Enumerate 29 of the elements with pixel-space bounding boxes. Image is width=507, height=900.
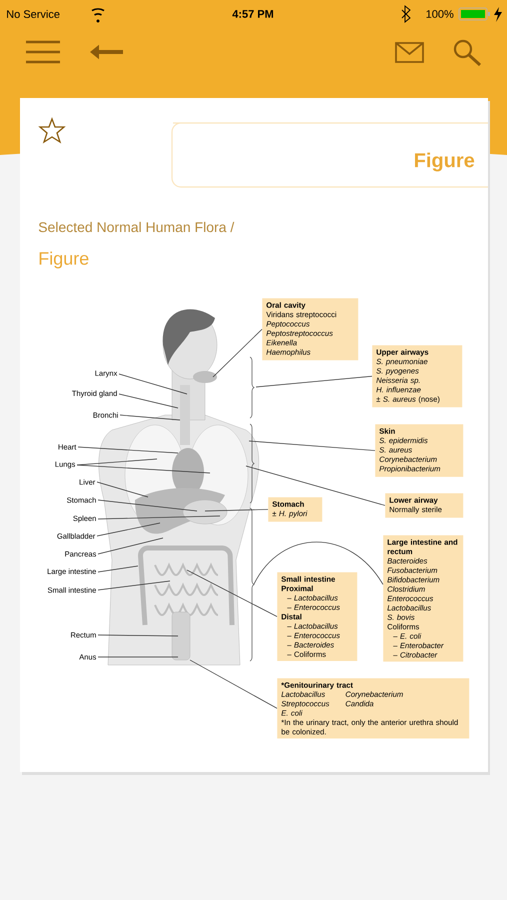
leader-line: [186, 570, 278, 617]
leader-line: [96, 482, 148, 498]
clock-text: 4:57 PM: [232, 10, 274, 18]
leader-line: [98, 634, 178, 636]
title: Figure: [40, 252, 88, 268]
leader-line: [78, 446, 178, 454]
figure-tab: Figure: [171, 122, 488, 188]
leader-line: [190, 660, 278, 709]
subtitle: Selected Normal Human Flora /: [38, 222, 234, 232]
leader-line: [76, 464, 210, 474]
leader-line: [256, 376, 372, 388]
leader-line: [98, 656, 178, 658]
leader-line: [76, 458, 158, 466]
leader-line: [98, 516, 220, 520]
leader-line: [98, 580, 170, 590]
leader-line: [248, 440, 376, 451]
battery-percent: 100%: [426, 10, 454, 18]
leader-line: [212, 328, 262, 378]
leader-line: [204, 509, 268, 512]
leader-line: [98, 500, 198, 512]
leader-line: [254, 542, 384, 585]
leader-line: [118, 374, 188, 394]
leader-line: [246, 466, 386, 506]
leader-line: [96, 522, 160, 536]
leader-line: [98, 538, 164, 554]
leader-line: [120, 414, 180, 420]
leader-line: [118, 394, 178, 408]
status-text: No Service: [7, 10, 60, 18]
leader-line: [98, 566, 138, 572]
